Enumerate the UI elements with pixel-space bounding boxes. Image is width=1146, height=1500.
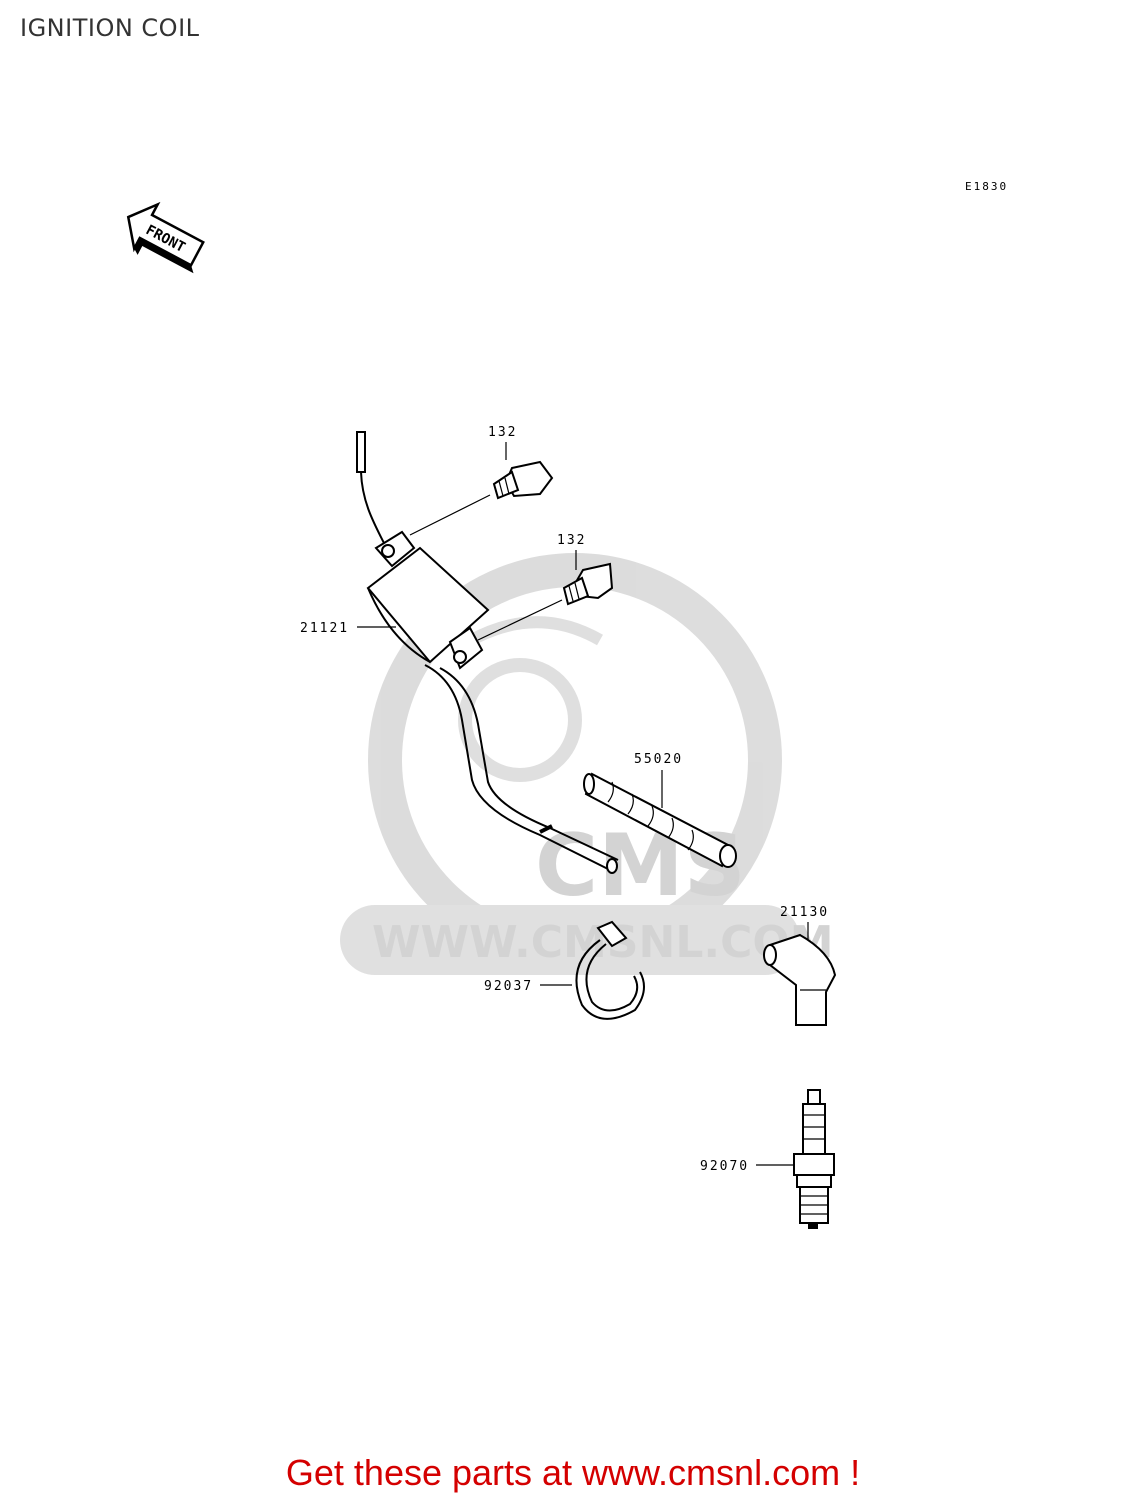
part-number: 92037 (484, 979, 533, 994)
part-number: 132 (488, 425, 517, 440)
part-number: 132 (557, 533, 586, 548)
part-number: 21121 (300, 621, 349, 636)
bolt-lower (477, 562, 614, 641)
ignition-coil (366, 530, 619, 874)
part-label-21121: 21121 (300, 621, 396, 636)
diagram-code: E1830 (965, 180, 1008, 193)
bolt-upper (409, 460, 554, 536)
part-number: 55020 (634, 752, 683, 767)
part-label-92037: 92037 (484, 979, 572, 994)
part-label-55020: 55020 (634, 752, 683, 808)
part-label-132-lower: 132 (557, 533, 586, 570)
protector-tube (583, 772, 737, 868)
part-number: 92070 (700, 1159, 749, 1174)
part-label-92070: 92070 (700, 1159, 794, 1174)
part-number: 21130 (780, 905, 829, 920)
clamp-band (575, 920, 645, 1020)
watermark-brand: CMS (535, 816, 746, 916)
plug-cap (763, 933, 837, 1026)
page-title: IGNITION COIL (20, 14, 200, 42)
part-label-132-upper: 132 (488, 425, 517, 460)
coil-terminal-wire (356, 431, 386, 546)
part-label-21130: 21130 (780, 905, 829, 940)
spark-plug (793, 1089, 835, 1229)
front-arrow-icon: FRONT (126, 201, 205, 274)
footer-link[interactable]: Get these parts at www.cmsnl.com ! (285, 1452, 861, 1493)
